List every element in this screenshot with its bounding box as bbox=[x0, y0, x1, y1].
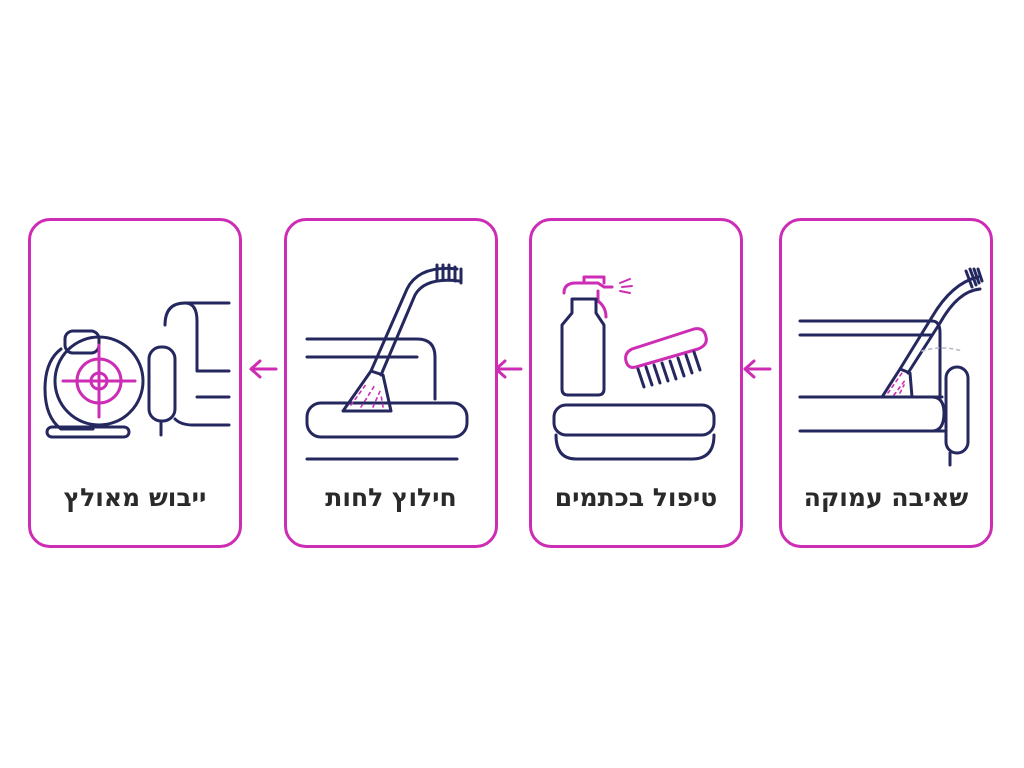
arrow-left-icon bbox=[249, 359, 278, 379]
vacuum-sofa-icon bbox=[798, 267, 984, 467]
step-card-moisture-extraction: חילוץ לחות bbox=[284, 218, 498, 548]
step-label: שאיבה עמוקה bbox=[803, 483, 969, 512]
step-card-forced-drying: ייבוש מאולץ bbox=[28, 218, 242, 548]
arrow-left-icon bbox=[743, 359, 772, 379]
spray-brush-icon bbox=[552, 275, 716, 461]
fan-sofa-icon bbox=[43, 301, 231, 439]
step-label: ייבוש מאולץ bbox=[63, 483, 207, 512]
step-label: טיפול בכתמים bbox=[554, 483, 718, 512]
step-label: חילוץ לחות bbox=[325, 483, 457, 512]
extraction-sofa-icon bbox=[305, 263, 469, 461]
step-card-spot-treatment: טיפול בכתמים bbox=[529, 218, 743, 548]
step-card-deep-vacuum: שאיבה עמוקה bbox=[779, 218, 993, 548]
